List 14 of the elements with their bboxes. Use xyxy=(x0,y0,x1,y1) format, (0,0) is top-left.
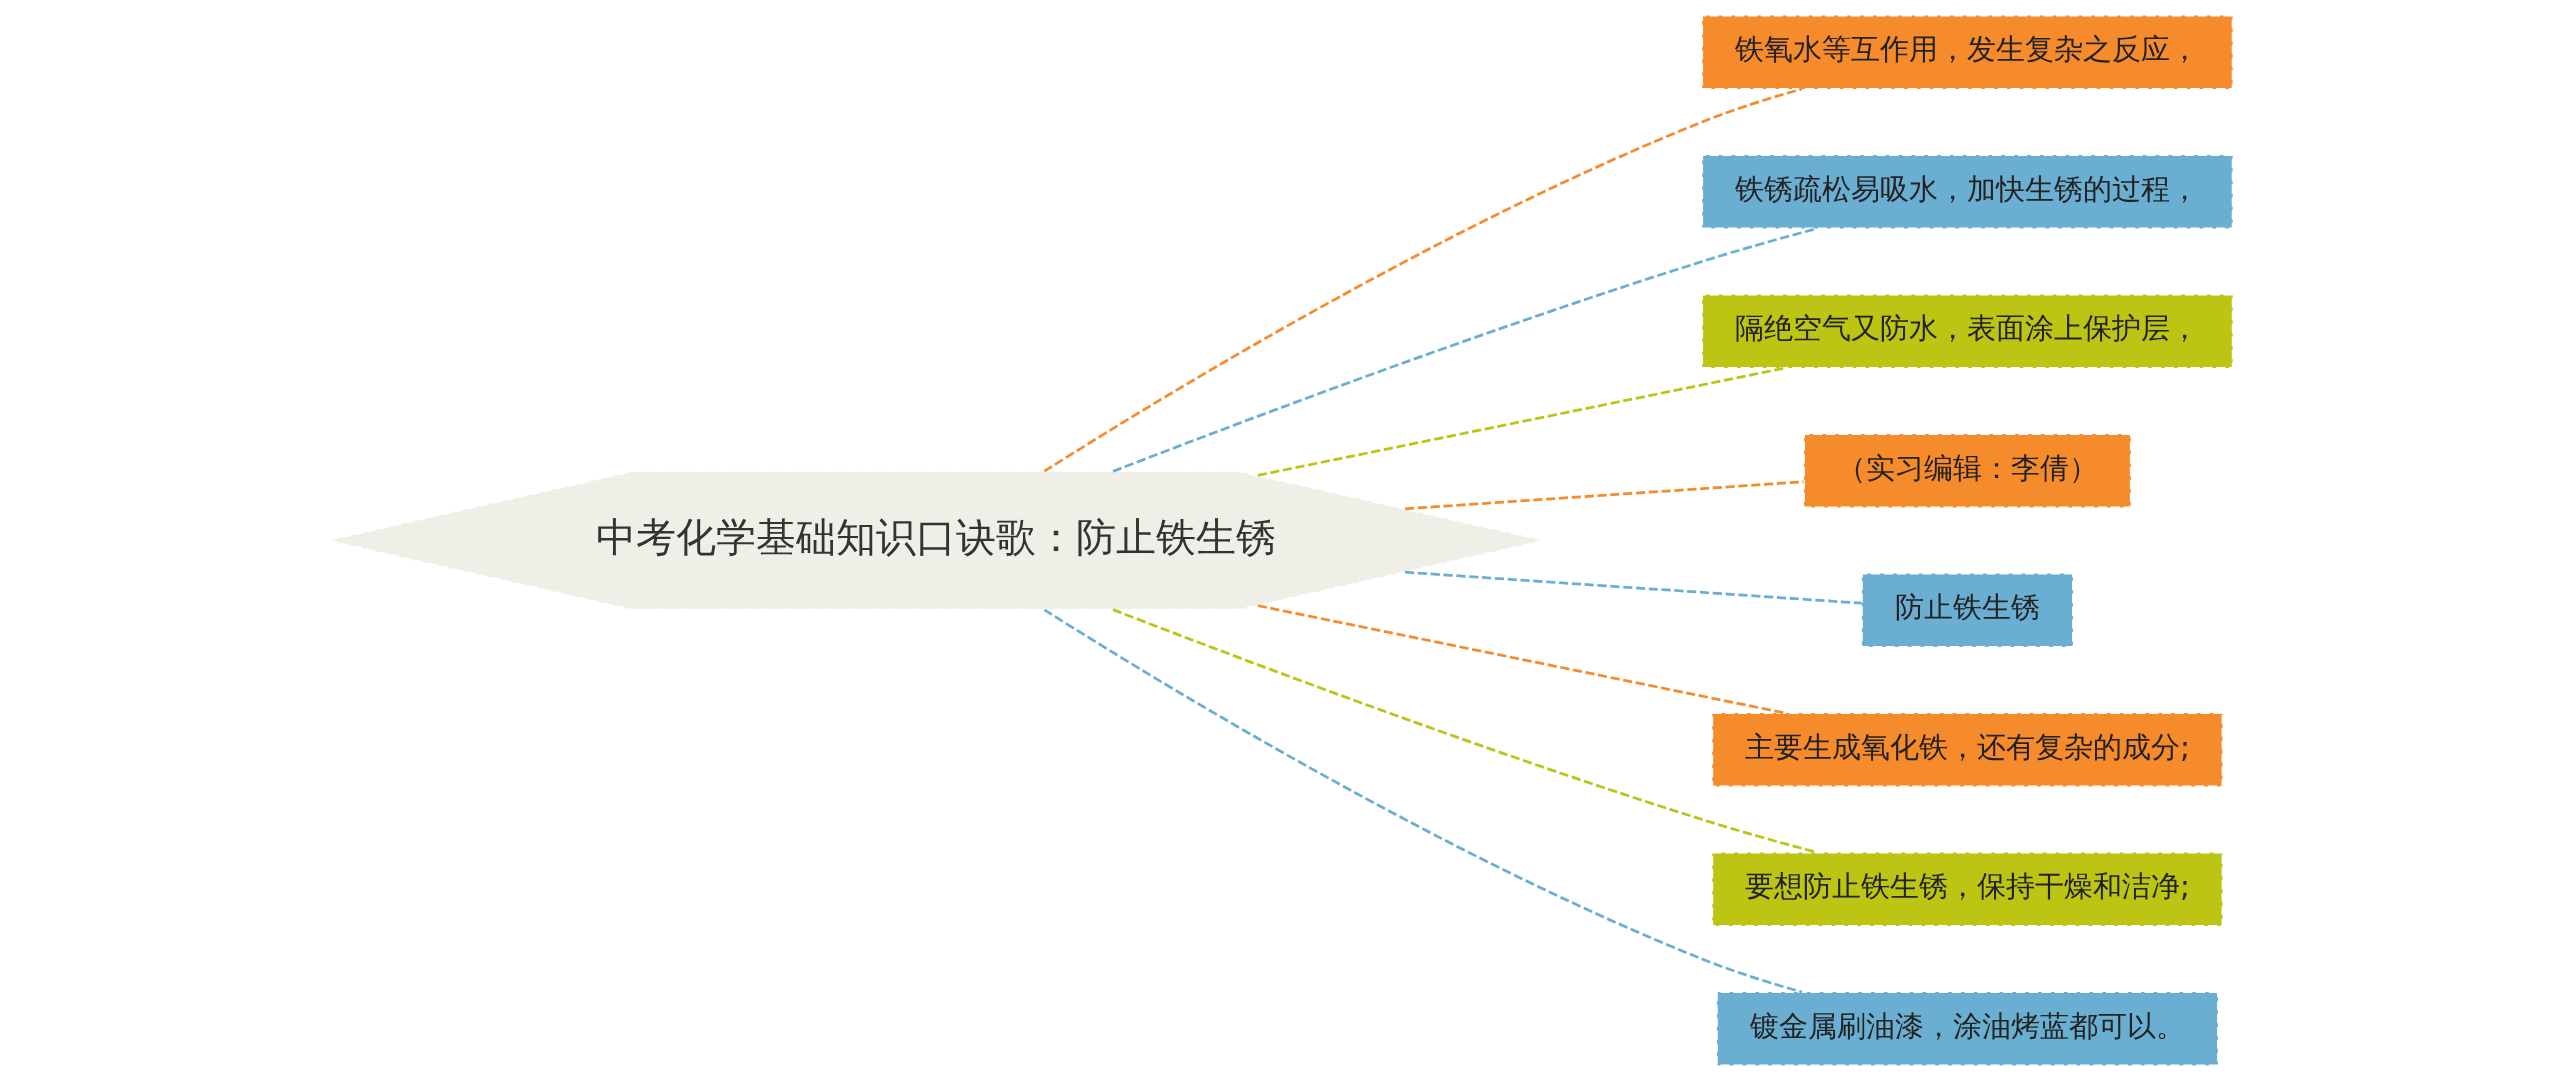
connector xyxy=(1043,608,1803,994)
node-box: 镀金属刷油漆，涂油烤蓝都可以。 xyxy=(1715,991,2219,1067)
connector xyxy=(1257,604,1786,715)
node-box: 隔绝空气又防水，表面涂上保护层， xyxy=(1701,293,2234,369)
connector xyxy=(1257,366,1786,477)
connector xyxy=(1043,87,1803,473)
node-box: 铁锈疏松易吸水，加快生锈的过程， xyxy=(1701,154,2234,230)
node-box: （实习编辑：李倩） xyxy=(1803,433,2132,509)
node-box: 主要生成氧化铁，还有复杂的成分; xyxy=(1711,712,2224,788)
connector xyxy=(1404,570,1862,605)
node-box: 防止铁生锈 xyxy=(1860,572,2074,648)
connector xyxy=(1404,480,1804,511)
node-box: 要想防止铁生锈，保持干燥和洁净; xyxy=(1711,851,2224,927)
node-box: 铁氧水等互作用，发生复杂之反应， xyxy=(1701,14,2234,90)
